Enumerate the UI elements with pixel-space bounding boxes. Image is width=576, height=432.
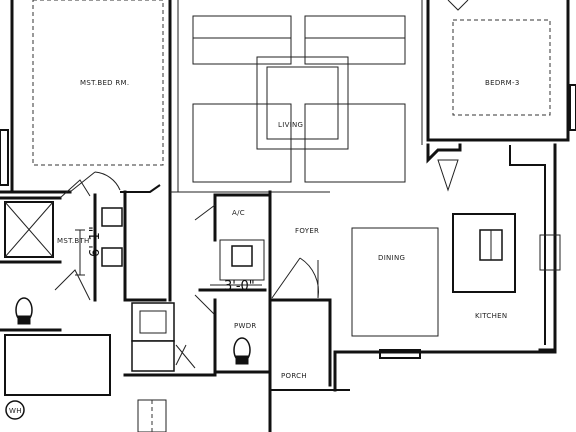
master-bath: MST.BTH 6'-1" (0, 179, 167, 396)
vanity-sink-2 (101, 247, 123, 267)
dryer (131, 340, 175, 372)
dining-label: DINING (378, 254, 405, 262)
laundry-door (175, 344, 196, 369)
bedroom-3: BEDRM-3 (426, 0, 576, 142)
bath-width-dimension: 6'-1" (88, 226, 103, 257)
powder-toilet-tank (235, 355, 249, 365)
powder-door (194, 294, 216, 316)
ac-label: A/C (232, 209, 245, 217)
water-heater-label: WH (9, 407, 22, 415)
master-bedroom-rug-outline (32, 0, 164, 166)
powder-label: PWDR (234, 322, 257, 330)
water-heater-symbol (5, 400, 25, 420)
dining-table (351, 227, 439, 337)
master-bedroom-door (69, 171, 121, 193)
master-toilet-tank (17, 315, 31, 325)
living-label: LIVING (278, 121, 303, 129)
bedroom-3-label: BEDRM-3 (485, 79, 520, 87)
bath-door (59, 179, 91, 199)
washer (131, 302, 175, 342)
master-bedroom: MST.BED RM. (0, 0, 172, 194)
kitchen-window (379, 349, 421, 359)
shower (4, 201, 54, 258)
kitchen-label: KITCHEN (475, 312, 507, 320)
bedroom-3-rug-outline (452, 19, 551, 116)
porch-label: PORCH (281, 372, 307, 380)
living-room: LIVING (170, 0, 423, 193)
closet-width-dimension: 3'-0" (224, 279, 255, 294)
vanity-sink-1 (101, 207, 123, 227)
kitchen-dining: DINING KITCHEN (333, 143, 561, 359)
kitchen-vent (539, 234, 561, 271)
entry-door (271, 257, 319, 299)
bedroom-3-window (569, 84, 576, 131)
utility-sink (231, 245, 253, 267)
master-bedroom-label: MST.BED RM. (80, 79, 129, 87)
master-bath-label: MST.BTH (57, 237, 90, 245)
utility-core: A/C PWDR 3'-0" (123, 193, 272, 432)
ac-door (194, 204, 216, 221)
water-heater: WH (5, 400, 25, 420)
closet-shelf (219, 239, 265, 281)
foyer-label: FOYER (295, 227, 319, 235)
closet (4, 334, 111, 396)
master-bedroom-window (0, 129, 9, 186)
foyer-porch: FOYER PORCH (268, 190, 350, 432)
pantry-corner (437, 159, 459, 192)
kitchen-island (452, 213, 516, 293)
